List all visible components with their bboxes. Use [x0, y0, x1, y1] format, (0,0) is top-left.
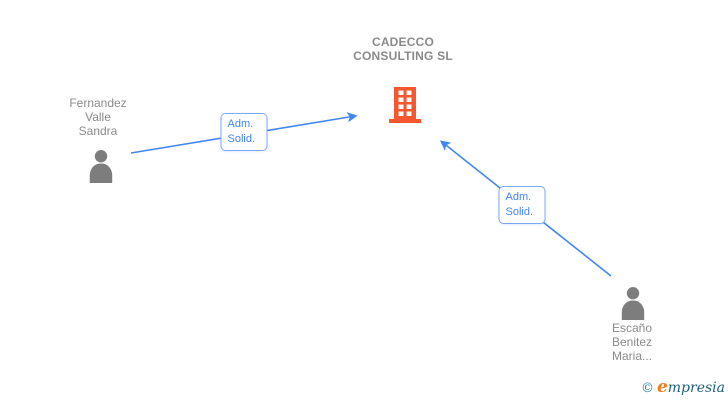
empresia-logo[interactable]: ©empresia	[641, 377, 725, 397]
person-name-escano-benitez-maria[interactable]: Escaño Benitez Maria...	[611, 321, 653, 363]
edge-label-adm-solid-2: Adm. Solid.	[498, 186, 546, 224]
person-icon-escano[interactable]	[619, 286, 647, 320]
person-name-fernandez-valle-sandra[interactable]: Fernandez Valle Sandra	[69, 96, 127, 138]
copyright-icon: ©	[640, 381, 654, 396]
company-name[interactable]: CADECCO CONSULTING SL	[353, 35, 453, 63]
empresia-logo-text: mpresia	[667, 380, 725, 396]
edge-label-adm-solid-1: Adm. Solid.	[220, 113, 268, 151]
building-icon[interactable]	[388, 87, 422, 123]
person-icon-fernandez[interactable]	[87, 149, 115, 183]
empresia-logo-initial: e	[656, 377, 668, 397]
